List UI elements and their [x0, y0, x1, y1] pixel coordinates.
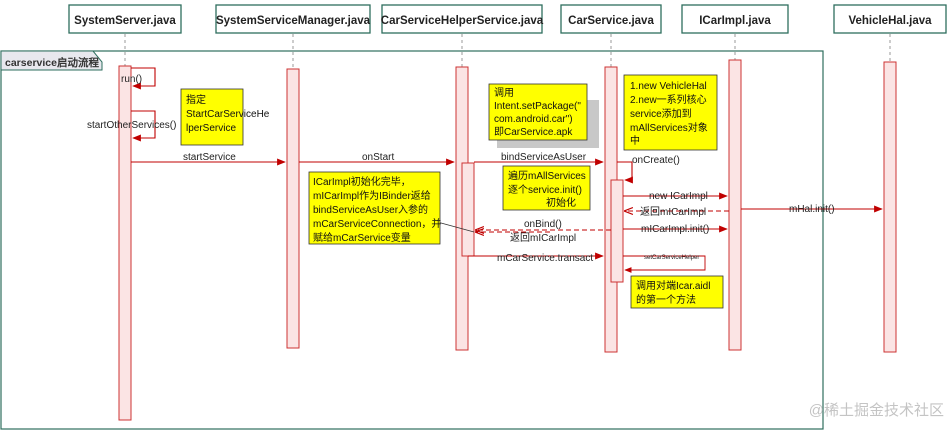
- note-iterate-services: 遍历mAllServices 逐个service.init() 初始化: [502, 165, 591, 211]
- message-transact-label: mCarService.transact: [497, 253, 593, 264]
- note-line: bindServiceAsUser入参的: [313, 203, 428, 216]
- message-startotherservices-arrow: [131, 110, 156, 142]
- message-startotherservices-label: startOtherServices(): [87, 120, 176, 131]
- note-line: 1.new VehicleHal: [630, 81, 707, 92]
- participant-label: SystemServiceManager.java: [216, 15, 371, 27]
- participant-carservicehelperservice[interactable]: CarServiceHelperService.java: [381, 4, 544, 34]
- activation-icarimpl: [728, 59, 742, 351]
- note-line: 赋给mCarService变量: [313, 231, 411, 244]
- note-line: 中: [630, 134, 640, 147]
- message-return-icarimpl-label: 返回mICarImpl: [640, 206, 706, 218]
- participant-label: VehicleHal.java: [848, 15, 932, 27]
- message-setcarservicehelper-label: setCarServiceHelper: [644, 255, 699, 261]
- message-icarimpl-init-label: mICarImpl.init(): [641, 224, 709, 235]
- message-oncreate-label: onCreate(): [632, 155, 680, 166]
- fragment-frame: [0, 50, 824, 430]
- message-bindserviceasuser-label: bindServiceAsUser: [501, 152, 587, 163]
- activation-systemserver: [118, 65, 132, 421]
- participant-systemserver[interactable]: SystemServer.java: [68, 4, 182, 34]
- note-line: mAllServices对象: [630, 121, 708, 134]
- fragment-title: carservice启动流程: [5, 56, 99, 69]
- note-line: 调用: [494, 87, 514, 99]
- note-line: 的第一个方法: [636, 293, 696, 306]
- fragment-tab: [0, 50, 103, 71]
- note-line: service添加到: [630, 107, 692, 120]
- note-line: StartCarServiceHe: [186, 109, 270, 120]
- participant-label: CarService.java: [568, 15, 654, 27]
- note-line: 逐个service.init(): [508, 184, 582, 196]
- participant-label: SystemServer.java: [74, 15, 176, 27]
- note-first-aidl-method: 调用对端Icar.aidl 的第一个方法: [630, 275, 724, 309]
- message-run-label: run(): [121, 74, 142, 85]
- note-line: 2.new一系列核心: [630, 93, 707, 106]
- participant-label: ICarImpl.java: [699, 15, 771, 27]
- message-onstart-label: onStart: [362, 152, 394, 163]
- note-line: com.android.car"): [494, 114, 573, 125]
- message-newicarimpl-label: new ICarImpl: [649, 191, 708, 202]
- note-line: 指定: [186, 93, 206, 106]
- activation-vehiclehal: [883, 61, 897, 353]
- message-run-arrow: [131, 67, 156, 90]
- note-line: 遍历mAllServices: [508, 169, 586, 182]
- note-line: mICarImpl作为IBinder返给: [313, 189, 431, 202]
- message-onbind-label: onBind(): [524, 219, 562, 230]
- note-line: 即CarService.apk: [494, 126, 573, 138]
- activation-systemservicemanager: [286, 68, 300, 349]
- note-line: Intent.setPackage(": [494, 101, 581, 112]
- note-line: 初始化: [546, 196, 576, 209]
- message-return-helper-label: 返回mICarImpl: [510, 232, 576, 244]
- participant-systemservicemanager[interactable]: SystemServiceManager.java: [215, 4, 371, 34]
- participant-carservice[interactable]: CarService.java: [560, 4, 662, 34]
- note-specify-helper: 指定 StartCarServiceHe lperService: [180, 88, 270, 146]
- note-icarimpl-returned: ICarImpl初始化完毕， mICarImpl作为IBinder返给 bind…: [308, 171, 441, 245]
- message-hal-init-label: mHal.init(): [789, 204, 835, 215]
- participant-label: CarServiceHelperService.java: [381, 15, 544, 27]
- participant-vehiclehal[interactable]: VehicleHal.java: [833, 4, 947, 34]
- note-line: lperService: [186, 123, 236, 134]
- watermark-text: @稀土掘金技术社区: [809, 402, 944, 419]
- activation-carservice-nested: [610, 179, 624, 283]
- note-line: ICarImpl初始化完毕，: [313, 175, 411, 188]
- message-oncreate-arrow: [617, 161, 633, 184]
- participant-icarimpl[interactable]: ICarImpl.java: [681, 4, 789, 34]
- note-line: mCarServiceConnection，并: [313, 217, 441, 230]
- activation-carservicehelperservice-nested: [461, 162, 475, 257]
- note-line: 调用对端Icar.aidl: [636, 279, 710, 292]
- note-icarimpl-construct: 1.new VehicleHal 2.new一系列核心 service添加到 m…: [623, 74, 718, 151]
- message-setcarservicehelper-arrow: [623, 255, 706, 273]
- message-startservice-label: startService: [183, 152, 236, 163]
- note-intent-setpackage: 调用 Intent.setPackage(" com.android.car")…: [488, 83, 599, 148]
